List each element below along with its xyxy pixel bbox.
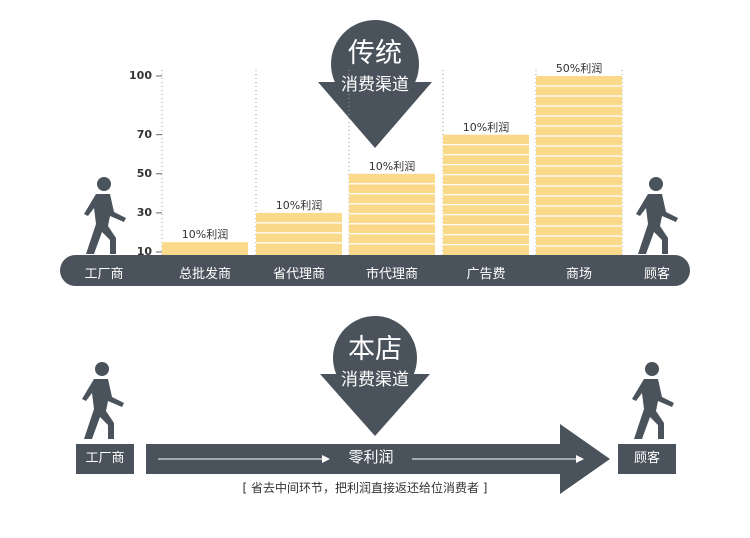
stage-label: 商场 [565,267,592,282]
stage-label: 广告费 [466,267,506,282]
customer-label: 顾客 [633,451,660,466]
top-title-line1: 传统 [348,38,402,69]
bar-data-label: 50%利润 [555,62,603,75]
stage-label: 总批发商 [178,267,231,282]
right-arrow-icon [158,455,584,463]
stage-label: 市代理商 [365,267,418,282]
bottom-title-line2: 消费渠道 [341,370,409,390]
bar [256,212,342,255]
y-tick-label: 70 [136,127,152,141]
bar [349,173,435,255]
y-tick-label: 30 [136,205,152,219]
bottom-title-line1: 本店 [348,334,402,365]
walking-person-icon [632,362,674,439]
bar [536,76,622,255]
down-arrow-badge-icon [320,316,430,436]
stage-band [60,255,690,286]
bar-data-label: 10%利润 [181,228,229,242]
customer-box [618,444,676,474]
y-tick-label: 100 [129,69,152,82]
bar [162,242,248,255]
factory-label: 工厂商 [85,451,125,466]
bar-data-label: 10%利润 [462,120,510,134]
walking-person-icon [84,177,126,254]
y-tick-label: 10 [136,245,152,258]
walking-person-icon [636,177,678,254]
bottom-caption: [ 省去中间环节，把利润直接返还给位消费者 ] [242,481,488,495]
walking-person-icon [82,362,124,439]
factory-box [76,444,134,474]
y-tick-label: 50 [136,166,152,180]
bar [443,134,529,255]
top-title-line2: 消费渠道 [341,75,409,95]
stage-label: 工厂商 [84,267,124,282]
bar-data-label: 10%利润 [275,198,323,212]
stage-label: 省代理商 [272,267,325,282]
stage-label: 顾客 [643,267,670,282]
down-arrow-badge-icon [318,20,432,148]
bar-data-label: 10%利润 [368,159,416,173]
zero-profit-label: 零利润 [348,448,394,466]
chart-bars [162,76,622,255]
